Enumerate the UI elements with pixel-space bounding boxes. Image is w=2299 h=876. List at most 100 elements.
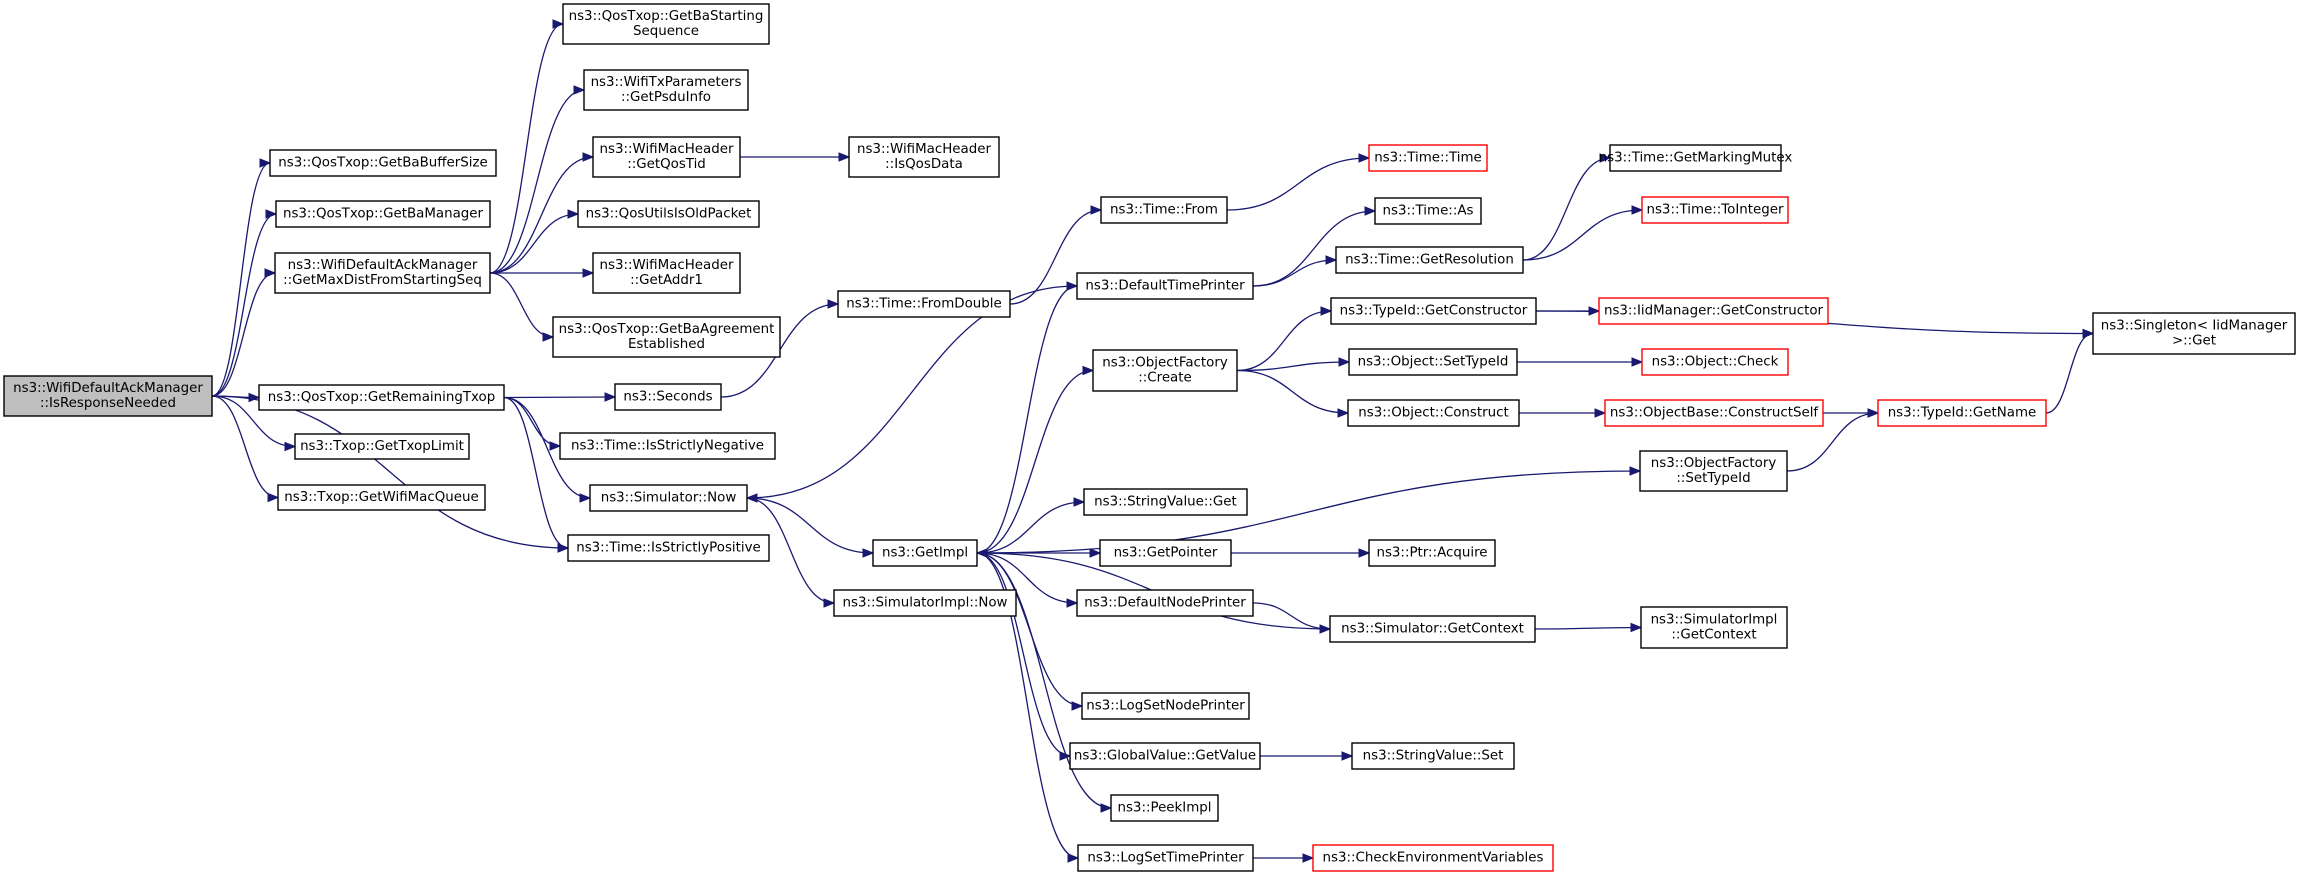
node-is-strictly-negative[interactable]: ns3::Time::IsStrictlyNegative — [559, 432, 776, 460]
arrowhead-icon — [552, 19, 565, 29]
node-box — [1641, 348, 1789, 376]
arrowhead-icon — [582, 152, 595, 162]
node-get-pointer[interactable]: ns3::GetPointer — [1099, 539, 1232, 567]
node-get-txop-limit[interactable]: ns3::Txop::GetTxopLimit — [294, 433, 470, 460]
node-object-construct[interactable]: ns3::Object::Construct — [1347, 399, 1520, 427]
node-box — [1312, 844, 1554, 872]
arrowhead-icon — [1073, 497, 1086, 507]
arrowhead-icon — [1071, 701, 1084, 711]
node-object-factory-set-type-id[interactable]: ns3::ObjectFactory::SetTypeId — [1639, 450, 1788, 492]
node-simulator-impl-get-context[interactable]: ns3::SimulatorImpl::GetContext — [1640, 606, 1788, 649]
edge-get-max-dist-to-qos-utils-is-old-packet — [489, 213, 579, 274]
node-get-qos-tid[interactable]: ns3::WifiMacHeader::GetQosTid — [592, 136, 741, 178]
node-label: ns3::WifiDefaultAckManager — [13, 381, 203, 396]
node-get-psdu-info[interactable]: ns3::WifiTxParameters::GetPsduInfo — [583, 69, 749, 111]
node-ptr-acquire[interactable]: ns3::Ptr::Acquire — [1368, 539, 1496, 567]
node-is-qos-data[interactable]: ns3::WifiMacHeader::IsQosData — [848, 136, 1000, 178]
node-object-set-type-id[interactable]: ns3::Object::SetTypeId — [1348, 348, 1518, 376]
edge-default-node-printer-to-simulator-get-context — [1252, 602, 1331, 630]
node-box — [1877, 399, 2047, 427]
node-label: ::SetTypeId — [1676, 471, 1750, 486]
node-label: Established — [628, 337, 705, 352]
node-log-set-time-printer[interactable]: ns3::LogSetTimePrinter — [1077, 844, 1254, 872]
node-construct-self[interactable]: ns3::ObjectBase::ConstructSelf — [1604, 399, 1824, 427]
edge-object-factory-create-to-type-id-get-constructor — [1236, 310, 1332, 372]
arrowhead-icon — [1594, 408, 1607, 418]
node-simulator-impl-now[interactable]: ns3::SimulatorImpl::Now — [833, 589, 1017, 617]
node-box — [1609, 144, 1782, 172]
arrowhead-icon — [1867, 408, 1880, 418]
edge-get-max-dist-to-get-ba-starting-seq — [489, 23, 564, 274]
node-get-ba-buffer-size[interactable]: ns3::QosTxop::GetBaBufferSize — [269, 149, 497, 177]
node-get-ba-manager[interactable]: ns3::QosTxop::GetBaManager — [275, 200, 491, 228]
node-from-double[interactable]: ns3::Time::FromDouble — [837, 290, 1011, 318]
node-global-value-get-value[interactable]: ns3::GlobalValue::GetValue — [1069, 742, 1261, 770]
node-box — [1077, 844, 1254, 872]
node-label: ns3::StringValue::Set — [1363, 749, 1504, 764]
node-get-remaining-txop[interactable]: ns3::QosTxop::GetRemainingTxop — [258, 384, 505, 411]
edge-get-impl-to-log-set-time-printer — [976, 552, 1079, 859]
node-object-check[interactable]: ns3::Object::Check — [1641, 348, 1789, 376]
node-to-integer[interactable]: ns3::Time::ToInteger — [1641, 196, 1789, 224]
node-box — [592, 136, 741, 178]
node-time-from[interactable]: ns3::Time::From — [1100, 196, 1228, 224]
node-default-time-printer[interactable]: ns3::DefaultTimePrinter — [1076, 272, 1254, 300]
node-singleton-get[interactable]: ns3::Singleton< IidManager >::Get — [2092, 312, 2296, 355]
node-type-id-get-constructor[interactable]: ns3::TypeId::GetConstructor — [1330, 297, 1537, 325]
node-peek-impl[interactable]: ns3::PeekImpl — [1110, 794, 1219, 822]
node-label: ns3::QosUtilsIsOldPacket — [586, 207, 752, 222]
node-box — [1639, 450, 1788, 492]
node-simulator-now[interactable]: ns3::Simulator::Now — [589, 484, 748, 512]
node-box — [833, 589, 1017, 617]
arrowhead-icon — [1337, 408, 1350, 418]
node-object-factory-create[interactable]: ns3::ObjectFactory::Create — [1092, 349, 1238, 392]
node-label: ns3::QosTxop::GetRemainingTxop — [268, 390, 495, 405]
node-get-wifi-mac-queue[interactable]: ns3::Txop::GetWifiMacQueue — [277, 484, 486, 511]
node-root[interactable]: ns3::WifiDefaultAckManager::IsResponseNe… — [3, 375, 213, 417]
node-log-set-node-printer[interactable]: ns3::LogSetNodePrinter — [1081, 692, 1250, 720]
node-is-strictly-positive[interactable]: ns3::Time::IsStrictlyPositive — [567, 534, 770, 562]
arrowhead-icon — [1630, 622, 1643, 633]
node-box — [2092, 312, 2296, 355]
node-label: ns3::ObjectFactory — [1651, 456, 1777, 471]
node-box — [1348, 348, 1518, 376]
edge-get-impl-to-object-factory-create — [976, 369, 1094, 554]
edge-get-impl-to-default-time-printer — [976, 285, 1078, 554]
node-box — [577, 200, 760, 228]
node-string-value-get[interactable]: ns3::StringValue::Get — [1083, 488, 1248, 516]
node-time-time[interactable]: ns3::Time::Time — [1368, 144, 1488, 172]
node-get-addr1[interactable]: ns3::WifiMacHeader::GetAddr1 — [592, 252, 741, 294]
edge-root-to-get-txop-limit — [211, 395, 296, 448]
edge-default-time-printer-to-get-resolution — [1252, 259, 1337, 287]
node-get-marking-mutex[interactable]: ns3::Time::GetMarkingMutex — [1599, 144, 1793, 172]
node-string-value-set[interactable]: ns3::StringValue::Set — [1351, 742, 1515, 770]
node-box — [1641, 196, 1789, 224]
node-label: ::GetPsduInfo — [621, 90, 711, 105]
node-get-max-dist[interactable]: ns3::WifiDefaultAckManager::GetMaxDistFr… — [274, 252, 491, 294]
node-seconds[interactable]: ns3::Seconds — [614, 383, 722, 411]
node-label: Sequence — [633, 24, 699, 39]
edge-time-from-to-time-time — [1226, 157, 1370, 211]
node-simulator-get-context[interactable]: ns3::Simulator::GetContext — [1329, 615, 1536, 643]
arrowhead-icon — [2082, 328, 2095, 339]
node-get-resolution[interactable]: ns3::Time::GetResolution — [1335, 246, 1524, 274]
node-label: ns3::Time::From — [1110, 203, 1218, 218]
node-qos-utils-is-old-packet[interactable]: ns3::QosUtilsIsOldPacket — [577, 200, 760, 228]
node-label: ns3::Txop::GetWifiMacQueue — [284, 490, 479, 505]
node-time-as[interactable]: ns3::Time::As — [1374, 197, 1482, 225]
arrowhead-icon — [975, 548, 988, 558]
node-box — [559, 432, 776, 460]
edge-get-remaining-txop-to-simulator-now — [503, 396, 591, 499]
node-iid-manager-get-constructor[interactable]: ns3::IidManager::GetConstructor — [1598, 297, 1829, 325]
node-default-node-printer[interactable]: ns3::DefaultNodePrinter — [1076, 589, 1254, 617]
arrowhead-icon — [1338, 357, 1351, 367]
node-get-impl[interactable]: ns3::GetImpl — [872, 539, 978, 567]
node-check-env-vars[interactable]: ns3::CheckEnvironmentVariables — [1312, 844, 1554, 872]
node-box — [1598, 297, 1829, 325]
node-box — [294, 433, 470, 460]
node-type-id-get-name[interactable]: ns3::TypeId::GetName — [1877, 399, 2047, 427]
node-label: ns3::Object::Check — [1652, 355, 1779, 370]
node-label: ::IsResponseNeeded — [40, 396, 176, 411]
